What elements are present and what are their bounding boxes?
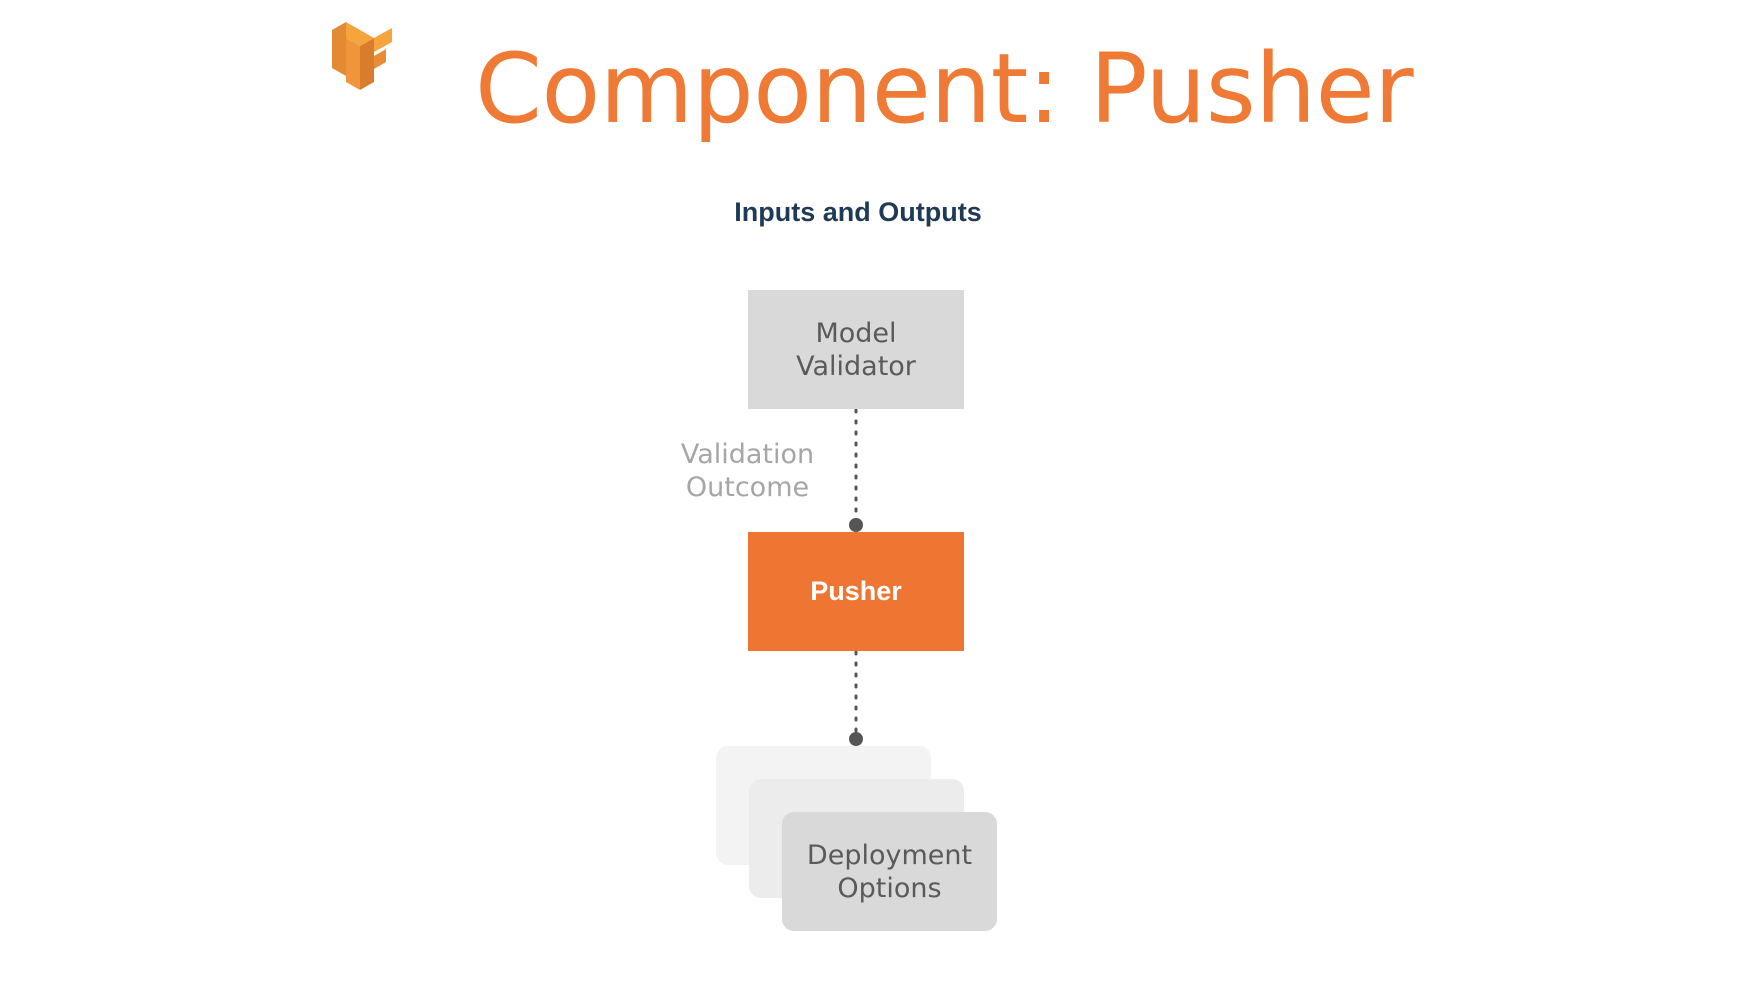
node-deployment-options: Deployment Options: [782, 812, 997, 931]
slide-title: Component: Pusher: [475, 33, 1414, 145]
slide-subtitle: Inputs and Outputs: [734, 197, 982, 227]
node-model-validator: Model Validator: [748, 290, 964, 409]
edge-validator-to-pusher-endpoint: [849, 518, 863, 532]
edge-pusher-to-deployment-endpoint: [849, 732, 863, 746]
node-pusher: Pusher: [748, 532, 964, 651]
edge-label-validation-outcome: Validation Outcome: [680, 439, 815, 503]
tensorflow-logo-icon: [332, 22, 392, 90]
